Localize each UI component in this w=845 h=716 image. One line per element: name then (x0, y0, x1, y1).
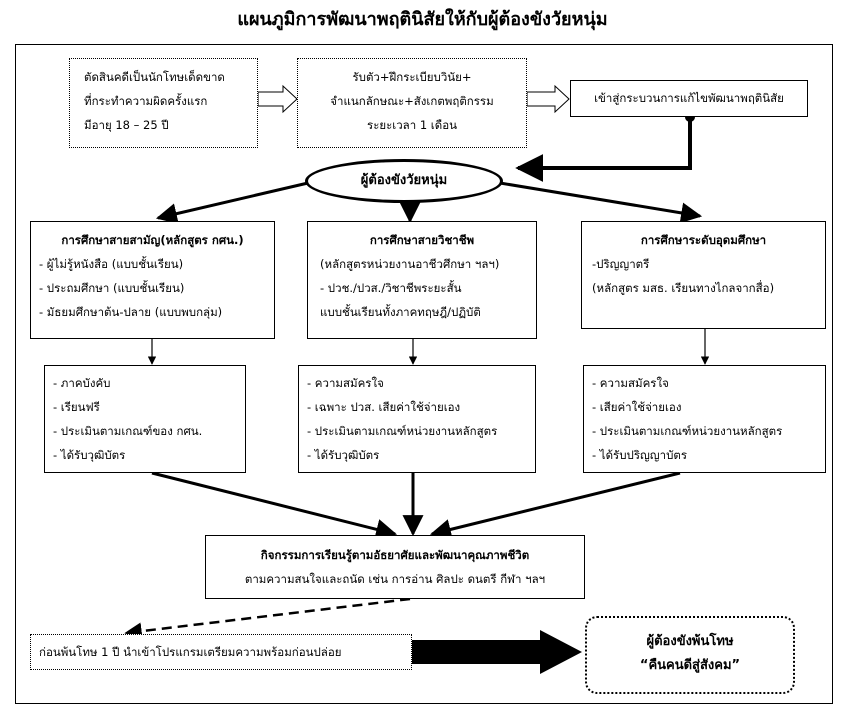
activities-detail: ตามความสนใจและถนัด เช่น การอ่าน ศิลปะ ดน… (244, 572, 546, 586)
condition-item: - เรียนฟรี (53, 400, 100, 414)
track-item: (หลักสูตร มสธ. เรียนทางไกลจากสื่อ) (592, 281, 775, 295)
page-title: แผนภูมิการพัฒนาพฤตินิสัยให้กับผู้ต้องขัง… (237, 9, 608, 30)
big-arrow-to-outcome (412, 630, 582, 674)
arrow-activities-prerelease (124, 597, 411, 640)
activities-heading: กิจกรรมการเรียนรู้ตามอัธยาศัยและพัฒนาคุณ… (260, 548, 530, 562)
track-item: (หลักสูตรหน่วยงานอาชีวศึกษา ฯลฯ) (320, 257, 500, 271)
condition-item: - ได้รับปริญญาบัตร (592, 448, 688, 462)
track-item: - ผู้ไม่รู้หนังสือ (แบบชั้นเรียน) (39, 257, 184, 271)
reception-line-1: รับตัว+ฝึกระเบียบวินัย+ (352, 70, 472, 84)
outcome-line-1: ผู้ต้องขังพ้นโทษ (646, 634, 734, 649)
condition-item: - ภาคบังคับ (53, 376, 111, 390)
hollow-arrow-1 (257, 84, 298, 114)
condition-item: - เสียค่าใช้จ่ายเอง (592, 400, 682, 414)
arrow-to-track-1 (155, 181, 309, 224)
condition-item: - เฉพาะ ปวส. เสียค่าใช้จ่ายเอง (307, 400, 461, 414)
reception-box: รับตัว+ฝึกระเบียบวินัย+ จำแนกลักษณะ+สังเ… (297, 58, 527, 148)
reception-line-3: ระยะเวลา 1 เดือน (367, 118, 457, 132)
hollow-arrow-2 (526, 84, 570, 114)
reception-line-2: จำแนกลักษณะ+สังเกตพฤติกรรม (330, 94, 494, 108)
condition-item: - ประเมินตามเกณฑ์หน่วยงานหลักสูตร (307, 424, 498, 438)
conditions-higher: - ความสมัครใจ - เสียค่าใช้จ่ายเอง - ประเ… (583, 365, 826, 473)
young-inmates-node: ผู้ต้องขังวัยหนุ่ม (305, 159, 503, 203)
criteria-line-2: ที่กระทำความผิดครั้งแรก (84, 94, 208, 108)
criteria-line-3: มีอายุ 18 – 25 ปี (84, 118, 169, 132)
outcome-line-2: “คืนคนดีสู่สังคม” (639, 658, 741, 673)
condition-item: - ความสมัครใจ (307, 376, 384, 390)
arrow-to-track-3 (499, 181, 703, 224)
condition-item: - ประเมินตามเกณฑ์หน่วยงานหลักสูตร (592, 424, 783, 438)
process-label: เข้าสู่กระบวนการแก้ไขพัฒนาพฤตินิสัย (594, 91, 784, 105)
process-to-ellipse-arrow (515, 117, 692, 182)
track-item: - ประถมศึกษา (แบบชั้นเรียน) (39, 281, 185, 295)
activities-box: กิจกรรมการเรียนรู้ตามอัธยาศัยและพัฒนาคุณ… (205, 535, 585, 599)
track-heading: การศึกษาระดับอุดมศึกษา (640, 233, 767, 247)
intake-criteria-box: ตัดสินคดีเป็นนักโทษเด็ดขาด ที่กระทำความผ… (69, 58, 258, 148)
track-item: -ปริญญาตรี (592, 257, 650, 271)
arrow-cond3-activities (429, 471, 681, 540)
track-item: แบบชั้นเรียนทั้งภาคทฤษฎี/ปฏิบัติ (320, 305, 481, 319)
criteria-line-1: ตัดสินคดีเป็นนักโทษเด็ดขาด (84, 70, 225, 84)
track-heading: การศึกษาสายสามัญ(หลักสูตร กศน.) (61, 233, 244, 247)
condition-item: - ความสมัครใจ (592, 376, 669, 390)
track-item: - ปวช./ปวส./วิชาชีพระยะสั้น (320, 281, 462, 295)
track-vocational: การศึกษาสายวิชาชีพ (หลักสูตรหน่วยงานอาชี… (307, 221, 537, 339)
track-higher-education: การศึกษาระดับอุดมศึกษา -ปริญญาตรี (หลักส… (581, 221, 826, 329)
conditions-vocational: - ความสมัครใจ - เฉพาะ ปวส. เสียค่าใช้จ่า… (298, 365, 536, 473)
pre-release-label: ก่อนพ้นโทษ 1 ปี นำเข้าโปรแกรมเตรียมความพ… (39, 645, 342, 659)
condition-item: - ประเมินตามเกณฑ์ของ กศน. (53, 424, 203, 438)
track-item: - มัธยมศึกษาต้น-ปลาย (แบบพบกลุ่ม) (39, 305, 223, 319)
conditions-general: - ภาคบังคับ - เรียนฟรี - ประเมินตามเกณฑ์… (44, 365, 246, 473)
process-box: เข้าสู่กระบวนการแก้ไขพัฒนาพฤตินิสัย (570, 80, 808, 117)
outcome-box: ผู้ต้องขังพ้นโทษ “คืนคนดีสู่สังคม” (585, 616, 795, 694)
diagram-frame (15, 44, 833, 704)
track-heading: การศึกษาสายวิชาชีพ (369, 233, 475, 247)
condition-item: - ได้รับวุฒิบัตร (53, 448, 126, 462)
condition-item: - ได้รับวุฒิบัตร (307, 448, 380, 462)
track-general-education: การศึกษาสายสามัญ(หลักสูตร กศน.) - ผู้ไม่… (30, 221, 275, 339)
pre-release-box: ก่อนพ้นโทษ 1 ปี นำเข้าโปรแกรมเตรียมความพ… (30, 634, 412, 670)
arrow-cond1-activities (151, 471, 398, 540)
